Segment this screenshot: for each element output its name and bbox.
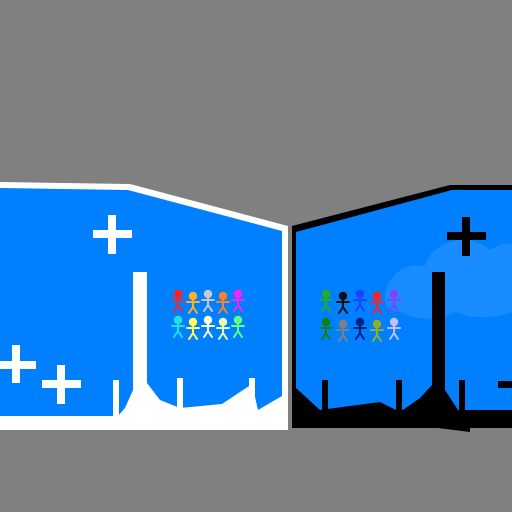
stick-figure-icon	[336, 291, 350, 314]
stick-figure-icon	[231, 289, 245, 312]
stick-figure-icon	[231, 315, 245, 338]
stick-figure-icon	[171, 289, 185, 312]
left-post-2	[177, 378, 183, 416]
stick-figure-icon	[370, 319, 384, 342]
right-post-1	[322, 380, 328, 416]
left-floor	[108, 272, 282, 430]
stick-figure-icon	[387, 317, 401, 340]
left-post-1	[113, 380, 119, 416]
left-post-3	[249, 378, 255, 410]
stick-figure-icon	[216, 291, 230, 314]
plus-icon	[93, 215, 132, 254]
stick-figure-icon	[201, 289, 215, 312]
stick-figure-icon	[201, 315, 215, 338]
plus-icon	[42, 365, 81, 404]
right-team	[319, 289, 401, 342]
right-post-2	[396, 380, 402, 414]
stick-figure-icon	[319, 317, 333, 340]
stick-figure-icon	[353, 317, 367, 340]
right-post-3	[459, 380, 465, 420]
right-dash	[498, 381, 512, 388]
plus-icon	[447, 217, 486, 256]
stick-figure-icon	[186, 291, 200, 314]
cloud	[385, 240, 512, 319]
left-team	[171, 289, 245, 340]
plus-icon	[0, 345, 36, 383]
right-floor	[296, 272, 470, 432]
left-panel	[0, 182, 288, 430]
stick-figure-icon	[370, 291, 384, 314]
stick-figure-icon	[319, 289, 333, 312]
stick-figure-icon	[387, 289, 401, 312]
right-panel	[292, 185, 512, 432]
stick-figure-icon	[336, 319, 350, 342]
stick-figure-icon	[186, 317, 200, 340]
stick-figure-icon	[353, 289, 367, 312]
stick-figure-icon	[171, 315, 185, 338]
stick-figure-icon	[216, 317, 230, 340]
